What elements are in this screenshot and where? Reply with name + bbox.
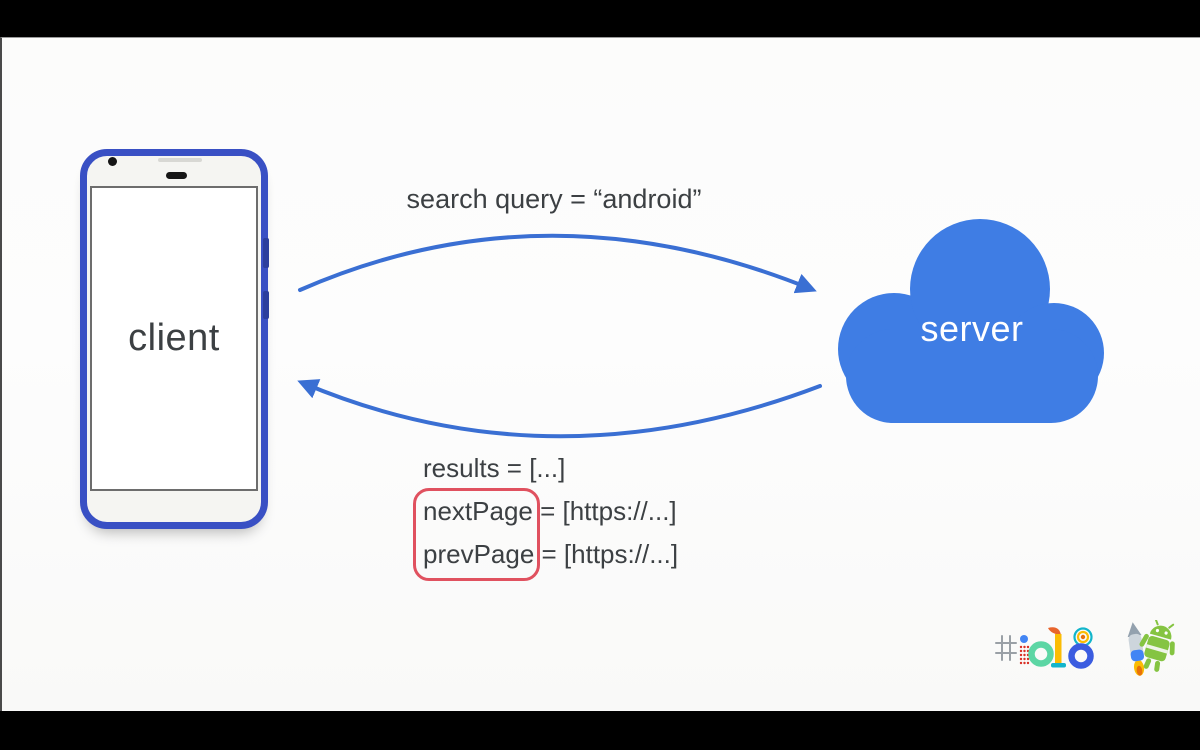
io-i-glyph	[1019, 635, 1030, 665]
request-label: search query = “android”	[406, 184, 702, 214]
phone-speaker-slot	[166, 172, 187, 179]
response-arrow	[297, 379, 822, 439]
client-label: client	[128, 317, 220, 359]
response-prevpage-line: prevPage = [https://...]	[423, 539, 679, 569]
client-phone: client	[80, 149, 269, 529]
phone-camera-dot	[108, 157, 117, 166]
phone-power-button	[263, 238, 269, 268]
jetpack-rocket-icon	[1127, 622, 1145, 676]
response-results-line: results = [...]	[423, 453, 566, 483]
io-o-glyph	[1028, 641, 1054, 667]
io-8-glyph	[1068, 627, 1094, 669]
response-nextpage-line: nextPage = [https://...]	[423, 496, 677, 526]
server-cloud: server	[832, 211, 1112, 431]
hash-icon	[995, 635, 1017, 661]
request-arrow	[298, 233, 817, 294]
server-label: server	[920, 308, 1024, 349]
phone-earpiece-slot	[158, 158, 202, 162]
phone-screen: client	[90, 186, 258, 491]
io-1-glyph	[1048, 627, 1066, 668]
slide-canvas: client server search query = “android” r…	[0, 37, 1200, 711]
io18-logo	[995, 627, 1094, 669]
android-robot-icon	[1139, 620, 1175, 672]
pagination-highlight-box	[413, 488, 540, 581]
response-block: results = [...] nextPage = [https://...]…	[423, 447, 678, 576]
android-jetpack-logo	[1127, 620, 1175, 676]
phone-volume-button	[263, 291, 269, 319]
cloud-icon	[838, 219, 1104, 423]
